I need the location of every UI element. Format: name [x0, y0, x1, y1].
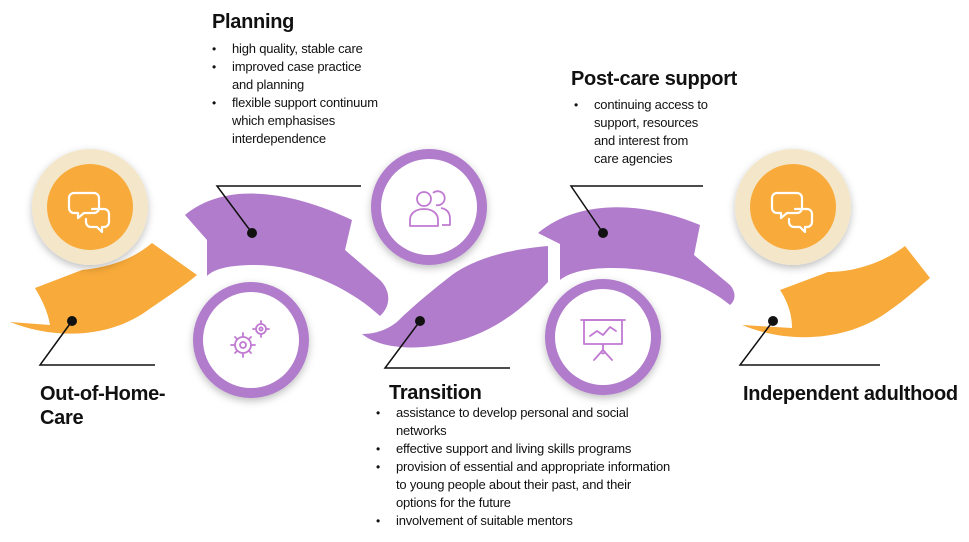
bullet-line: involvement of suitable mentors — [396, 513, 573, 528]
ribbon-segment-post-care — [538, 207, 735, 305]
list-item: effective support and living skills prog… — [372, 440, 752, 458]
post-care-bullets: continuing access to support, resources … — [570, 96, 770, 168]
bullet-line: effective support and living skills prog… — [396, 441, 632, 456]
bullet-line: high quality, stable care — [232, 41, 363, 56]
stage-node-planning — [193, 282, 309, 398]
list-item: assistance to develop personal and socia… — [372, 404, 752, 440]
callout-line-post-care — [569, 185, 703, 234]
chat-bubbles-icon — [67, 191, 111, 234]
bullet-line: which emphasises — [232, 113, 336, 128]
ribbon-segment-planning — [185, 193, 389, 316]
title-line: Care — [40, 407, 84, 429]
planning-bullets: high quality, stable care improved case … — [208, 40, 418, 148]
callout-dot-post-care — [598, 228, 608, 238]
bullet-line: assistance to develop personal and socia… — [396, 405, 629, 420]
callout-dots — [67, 228, 778, 326]
stage-node-out-of-home — [32, 149, 148, 265]
bullet-line: provision of essential and appropriate i… — [396, 459, 671, 474]
bullet-line: and planning — [232, 77, 305, 92]
bullet-line: to young people about their past, and th… — [396, 477, 631, 492]
callout-dot-out-of-home — [67, 316, 77, 326]
callout-dot-independent — [768, 316, 778, 326]
bullet-line: support, resources — [594, 115, 699, 130]
title-line: Out-of-Home- — [40, 383, 166, 405]
list-item: high quality, stable care — [208, 40, 418, 58]
bullet-line: improved case practice — [232, 59, 362, 74]
users-icon — [409, 190, 451, 227]
bullet-line: and interest from — [594, 133, 689, 148]
callout-line-out-of-home — [38, 320, 155, 366]
callout-dot-planning — [247, 228, 257, 238]
stage-node-independent — [735, 149, 851, 265]
bullet-line: continuing access to — [594, 97, 708, 112]
bullet-line: options for the future — [396, 495, 511, 510]
list-item: involvement of suitable mentors — [372, 512, 752, 530]
ribbon-segment-out-of-home — [10, 243, 197, 334]
bullet-line: care agencies — [594, 151, 673, 166]
transition-title: Transition — [389, 382, 482, 404]
bullet-line: interdependence — [232, 131, 326, 146]
presentation-chart-icon — [580, 319, 626, 361]
bullet-line: networks — [396, 423, 447, 438]
list-item: flexible support continuum which emphasi… — [208, 94, 418, 148]
stage-node-post-care — [545, 279, 661, 395]
post-care-title: Post-care support — [571, 68, 738, 90]
independent-title: Independent adulthood — [743, 383, 958, 405]
callout-line-independent — [738, 320, 880, 366]
callout-line-planning — [215, 185, 361, 234]
bullet-line: flexible support continuum — [232, 95, 378, 110]
list-item: provision of essential and appropriate i… — [372, 458, 752, 512]
out-of-home-title: Out-of-Home- Care — [40, 382, 166, 430]
ribbon-segment-transition — [362, 246, 548, 348]
ribbon-segment-independent — [742, 246, 930, 338]
callout-dot-transition — [415, 316, 425, 326]
planning-title: Planning — [212, 11, 295, 33]
callout-lines — [38, 185, 880, 369]
gears-icon — [230, 320, 270, 358]
list-item: improved case practice and planning — [208, 58, 418, 94]
stage-node-transition — [371, 149, 487, 265]
chat-bubbles-icon — [770, 191, 814, 234]
callout-line-transition — [383, 320, 510, 369]
list-item: continuing access to support, resources … — [570, 96, 770, 168]
transition-bullets: assistance to develop personal and socia… — [372, 404, 752, 530]
